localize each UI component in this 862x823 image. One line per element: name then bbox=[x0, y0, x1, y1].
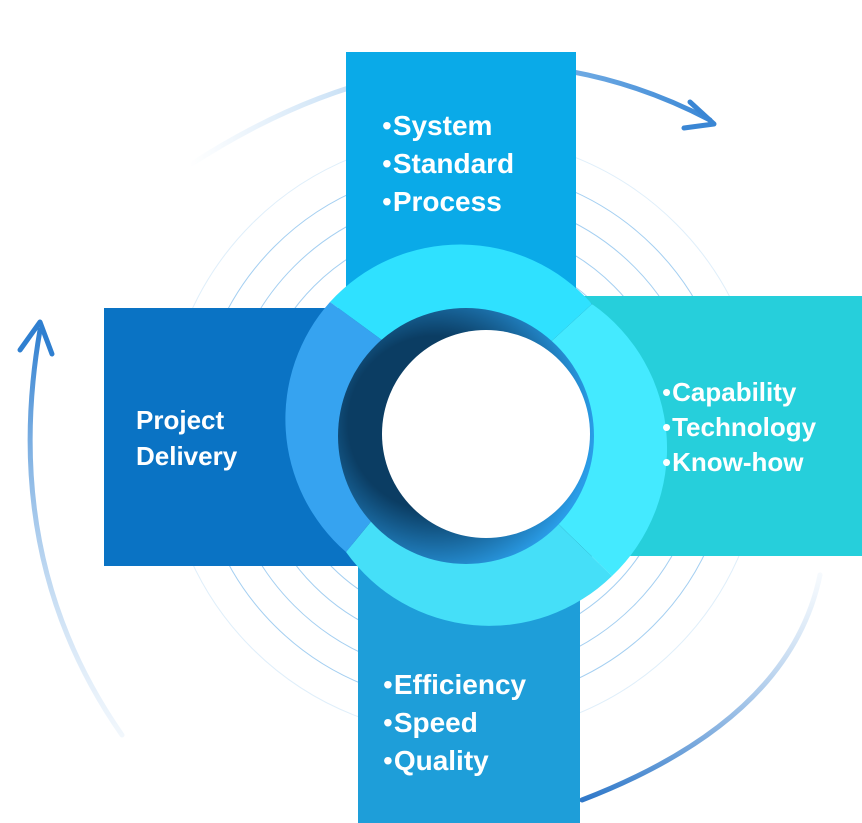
bullet: • bbox=[383, 669, 393, 700]
item-know-how: Know-how bbox=[672, 447, 804, 477]
item-standard: Standard bbox=[392, 148, 515, 179]
bullet: • bbox=[383, 745, 393, 776]
item-technology: Technology bbox=[672, 412, 817, 442]
bullet: • bbox=[662, 412, 672, 442]
top-arrowhead-icon bbox=[681, 99, 717, 131]
ring-segment-top bbox=[330, 244, 592, 348]
bottom-item-list: •Efficiency •Speed •Quality bbox=[383, 666, 526, 780]
list-item: •Standard bbox=[382, 145, 514, 183]
list-item: •Quality bbox=[383, 742, 526, 780]
item-process: Process bbox=[392, 186, 502, 217]
left-label-line-1: Project bbox=[136, 405, 225, 435]
left-arrowhead-icon bbox=[17, 319, 55, 357]
item-system: System bbox=[392, 110, 493, 141]
list-item: •Speed bbox=[383, 704, 526, 742]
ring-hole bbox=[382, 330, 590, 538]
list-item: •Capability bbox=[662, 375, 816, 410]
project-delivery-label: Project Delivery bbox=[136, 402, 237, 474]
left-cycle-arc bbox=[27, 327, 125, 738]
list-item: •Know-how bbox=[662, 445, 816, 480]
item-quality: Quality bbox=[393, 745, 489, 776]
bullet: • bbox=[382, 148, 392, 179]
bullet: • bbox=[382, 186, 392, 217]
bullet: • bbox=[383, 707, 393, 738]
list-item: •Process bbox=[382, 183, 514, 221]
right-cycle-arc bbox=[579, 572, 823, 803]
item-speed: Speed bbox=[393, 707, 478, 738]
item-capability: Capability bbox=[672, 377, 797, 407]
left-label-line-2: Delivery bbox=[136, 441, 238, 471]
top-item-list: •System •Standard •Process bbox=[382, 107, 514, 221]
bullet: • bbox=[662, 447, 672, 477]
list-item: •Efficiency bbox=[383, 666, 526, 704]
list-item: •Technology bbox=[662, 410, 816, 445]
item-efficiency: Efficiency bbox=[393, 669, 527, 700]
right-item-list: •Capability •Technology •Know-how bbox=[662, 375, 816, 480]
list-item: •System bbox=[382, 107, 514, 145]
bullet: • bbox=[662, 377, 672, 407]
bullet: • bbox=[382, 110, 392, 141]
